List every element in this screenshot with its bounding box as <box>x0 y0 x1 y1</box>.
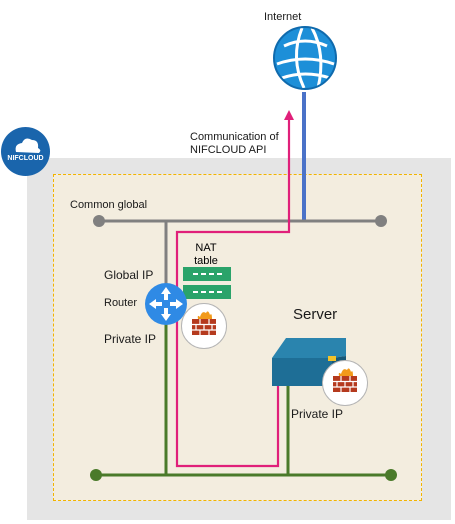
global-ip-label: Global IP <box>104 268 154 282</box>
cloud-logo-icon: NIFCLOUD <box>1 127 50 176</box>
server-firewall-badge <box>322 360 368 406</box>
server-private-ip-label: Private IP <box>291 407 344 421</box>
firewall-icon <box>333 368 357 392</box>
router-icon <box>145 283 187 325</box>
router-label: Router <box>104 297 138 309</box>
private-network-area <box>53 174 422 501</box>
logo-text: NIFCLOUD <box>7 155 44 162</box>
private-network-endpoint-left <box>90 469 102 481</box>
server-title: Server <box>293 306 338 323</box>
private-network-endpoint-right <box>385 469 397 481</box>
api-communication-path <box>175 118 291 468</box>
router-firewall-badge <box>181 303 227 349</box>
nat-table-label: NAT table <box>186 242 226 268</box>
common-global-endpoint-left <box>93 215 105 227</box>
nat-label-line2: table <box>194 255 218 267</box>
firewall-icon <box>192 311 216 335</box>
nat-table-icon <box>183 267 231 299</box>
api-label-line2: NIFCLOUD API <box>190 144 267 156</box>
internet-label: Internet <box>264 11 302 23</box>
api-label-line1: Communication of <box>190 131 279 143</box>
common-global-endpoint-right <box>375 215 387 227</box>
common-global-label: Common global <box>70 199 148 211</box>
api-arrowhead <box>284 110 294 120</box>
private-ip-router-label: Private IP <box>104 332 157 346</box>
globe-icon <box>273 26 337 90</box>
nat-label-line1: NAT <box>195 242 217 254</box>
